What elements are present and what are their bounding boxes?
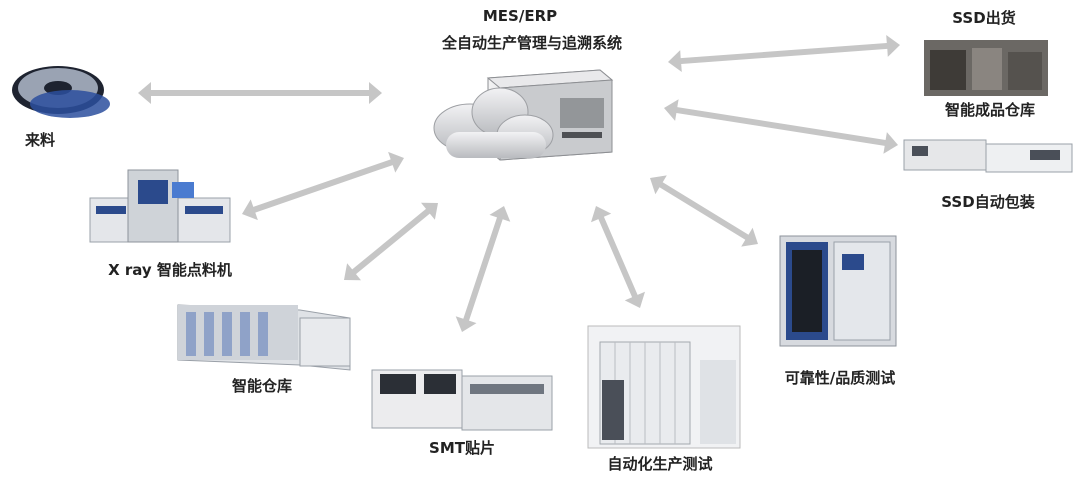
node-label-incoming: 来料: [24, 131, 56, 149]
node-label-ssd-pack: SSD自动包装: [941, 193, 1035, 211]
arrow-reliability: [650, 175, 758, 247]
arrow-incoming: [138, 82, 382, 104]
node-label-smt: SMT贴片: [429, 439, 495, 457]
arrow-auto-test: [591, 206, 645, 308]
tape-reel-icon: [12, 66, 110, 118]
automated-test-room: [587, 325, 741, 449]
cloud-icon: [433, 87, 554, 158]
xray-counter-machine: [89, 169, 231, 243]
connector-arrows: [138, 35, 900, 332]
node-label-reliability: 可靠性/品质测试: [784, 369, 896, 387]
smart-warehouse-machine: [177, 304, 351, 371]
finished-warehouse-photo: [924, 40, 1048, 96]
node-label-ssd-ship: SSD出货: [952, 9, 1016, 27]
arrow-warehouse: [344, 202, 438, 281]
arrow-xray: [242, 151, 404, 221]
node-label-warehouse: 智能仓库: [231, 377, 293, 395]
arrow-finished-wh: [664, 99, 898, 154]
arrow-ssd-ship: [668, 35, 900, 72]
smt-line-machine: [371, 369, 553, 431]
system-title: MES/ERP: [482, 7, 558, 25]
node-label-auto-test: 自动化生产测试: [607, 455, 713, 473]
node-label-xray: X ray 智能点料机: [108, 261, 232, 279]
system-subtitle: 全自动生产管理与追溯系统: [441, 34, 623, 52]
node-label-finished-wh: 智能成品仓库: [944, 101, 1036, 119]
auto-packaging-line: [903, 139, 1073, 173]
reliability-test-chamber: [779, 235, 897, 347]
arrow-smt: [455, 206, 511, 332]
